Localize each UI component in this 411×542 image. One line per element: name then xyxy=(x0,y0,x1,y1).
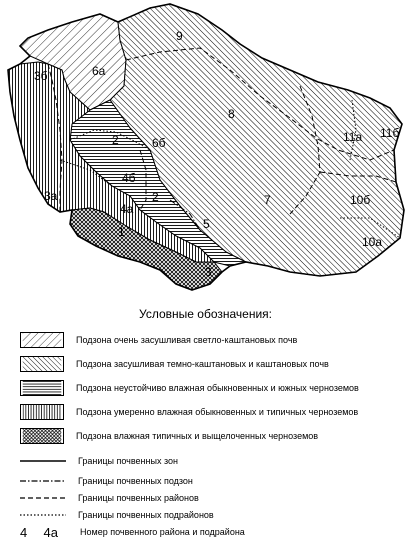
label-4b: 4б xyxy=(122,171,136,185)
number-sample-4a: 4а xyxy=(43,524,58,540)
label-10b: 10б xyxy=(350,193,370,207)
swatch-vertical xyxy=(20,404,64,420)
legend-border-zones: Границы почвенных зон xyxy=(20,452,178,470)
label-4a: 4а xyxy=(120,202,134,216)
legend-border-subdistricts: Границы почвенных подрайонов xyxy=(20,506,214,524)
label-5: 5 xyxy=(203,217,210,231)
legend-zone-label: Подзона неустойчиво влажная обыкновенных… xyxy=(76,383,359,393)
legend-border-label: Границы почвенных зон xyxy=(78,456,178,466)
legend-border-label: Границы почвенных подрайонов xyxy=(78,510,214,520)
line-solid xyxy=(20,460,66,462)
label-11a: 11а xyxy=(343,130,362,144)
swatch-light-diag xyxy=(20,332,64,348)
legend-border-subzones: Границы почвенных подзон xyxy=(20,472,193,490)
swatch-cross xyxy=(20,428,64,444)
legend-border-label: Границы почвенных районов xyxy=(78,493,199,503)
legend-zone-cross: Подзона влажная типичных и выщелоченных … xyxy=(20,427,318,445)
legend-zone-label: Подзона очень засушливая светло-каштанов… xyxy=(76,335,298,345)
line-dashdot xyxy=(20,480,66,482)
soil-map: 9 6а 3б 8 11а 11б 2 6б 3а 4б 4а 2 1 5 7 … xyxy=(7,3,405,291)
legend-district-number: 4 4а Номер почвенного района и подрайона xyxy=(20,523,245,541)
legend-zone-horizontal: Подзона неустойчиво влажная обыкновенных… xyxy=(20,379,359,397)
label-6a: 6а xyxy=(92,64,106,78)
legend-border-label: Границы почвенных подзон xyxy=(78,476,193,486)
swatch-dark-diag xyxy=(20,356,64,372)
legend-border-districts: Границы почвенных районов xyxy=(20,489,199,507)
legend-zone-label: Подзона засушливая темно-каштановых и ка… xyxy=(76,359,329,369)
label-3a: 3а xyxy=(44,189,58,203)
district-labels: 9 6а 3б 8 11а 11б 2 6б 3а 4б 4а 2 1 5 7 … xyxy=(34,29,399,279)
line-dotted xyxy=(20,514,66,516)
legend-zone-light-chestnut: Подзона очень засушливая светло-каштанов… xyxy=(20,331,297,349)
legend-title: Условные обозначения: xyxy=(139,307,272,321)
label-8: 8 xyxy=(228,107,235,121)
label-10a: 10а xyxy=(362,235,382,249)
legend-zone-dark-chestnut: Подзона засушливая темно-каштановых и ка… xyxy=(20,355,329,373)
line-dashed xyxy=(20,497,66,499)
label-1: 1 xyxy=(118,225,125,239)
label-2-north: 2 xyxy=(112,133,119,147)
number-sample-4: 4 xyxy=(20,524,28,540)
label-2-south: 2 xyxy=(152,190,159,204)
legend-zone-vertical: Подзона умеренно влажная обыкновенных и … xyxy=(20,403,358,421)
legend-zone-label: Подзона влажная типичных и выщелоченных … xyxy=(76,431,319,441)
internal-borders xyxy=(47,47,401,239)
label-9: 9 xyxy=(176,29,183,43)
label-3b: 3б xyxy=(34,69,48,83)
legend-zone-label: Подзона умеренно влажная обыкновенных и … xyxy=(76,407,359,417)
label-3: 3 xyxy=(205,265,212,279)
label-11b: 11б xyxy=(380,126,399,140)
region-outline xyxy=(7,3,405,291)
number-samples: 4 4а xyxy=(20,525,68,540)
label-6b: 6б xyxy=(152,136,166,150)
swatch-horizontal xyxy=(20,380,64,396)
legend-number-label: Номер почвенного района и подрайона xyxy=(80,527,245,537)
label-7: 7 xyxy=(264,193,271,207)
